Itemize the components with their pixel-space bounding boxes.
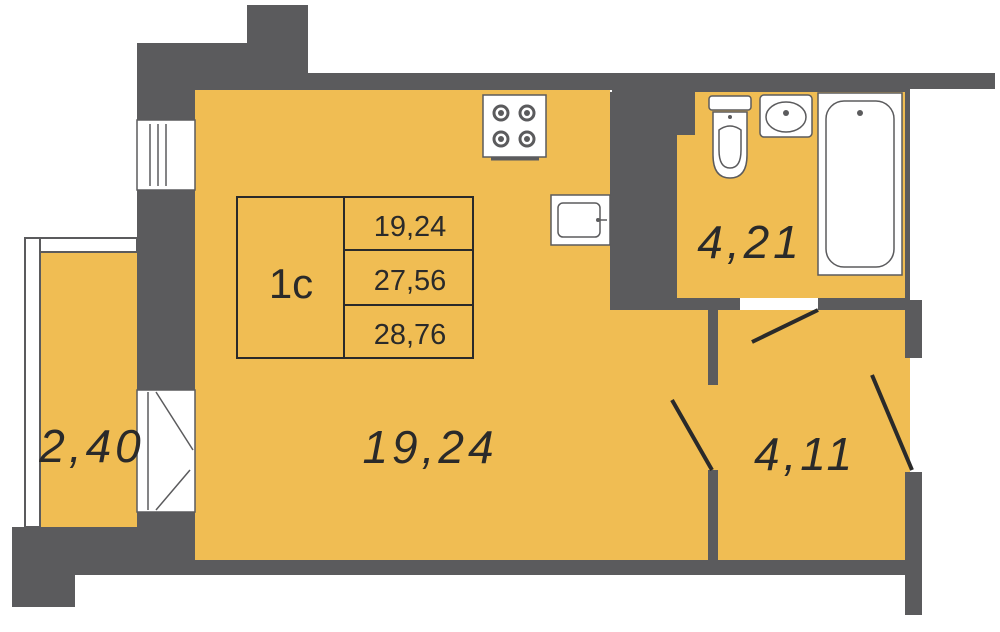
- core-wall: [610, 92, 740, 310]
- toilet-icon: [708, 95, 752, 179]
- outer-wall-west-lower: [137, 512, 195, 530]
- balcony-floor: [40, 252, 137, 527]
- bath-wall-right: [818, 298, 910, 310]
- east-wall-lower: [905, 472, 922, 575]
- outer-wall-north: [137, 5, 995, 300]
- balcony-rail-left: [24, 237, 41, 528]
- total-area-value: 27,56: [374, 265, 447, 297]
- bathtub-icon: [817, 92, 903, 276]
- east-wall-stub: [905, 300, 922, 358]
- doors: [670, 308, 914, 471]
- walls: [12, 5, 995, 615]
- stove-icon: [482, 94, 547, 161]
- balcony-rail-top: [24, 237, 138, 253]
- floors: [40, 90, 910, 560]
- washbasin-icon: [759, 94, 813, 138]
- apartment-type: 1с: [269, 260, 313, 307]
- main-room-area-label: 19,24: [362, 421, 497, 473]
- total-area-balcony-value: 28,76: [374, 319, 447, 351]
- outer-wall-west-upper: [137, 190, 195, 390]
- balcony-door: [136, 389, 196, 513]
- outer-wall-south: [12, 527, 922, 615]
- balcony-area-label: 2,40: [38, 420, 145, 472]
- hallway-floor: [718, 310, 910, 560]
- kitchen-sink-icon: [550, 194, 611, 246]
- bathroom-area-label: 4,21: [697, 216, 803, 268]
- hallway-area-label: 4,11: [754, 428, 856, 480]
- apartment-summary: 1с 19,24 27,56 28,76: [236, 196, 474, 359]
- living-area-value: 19,24: [374, 211, 447, 243]
- window: [136, 119, 196, 191]
- hall-partition-lower: [708, 470, 718, 560]
- hall-partition-upper: [708, 310, 718, 385]
